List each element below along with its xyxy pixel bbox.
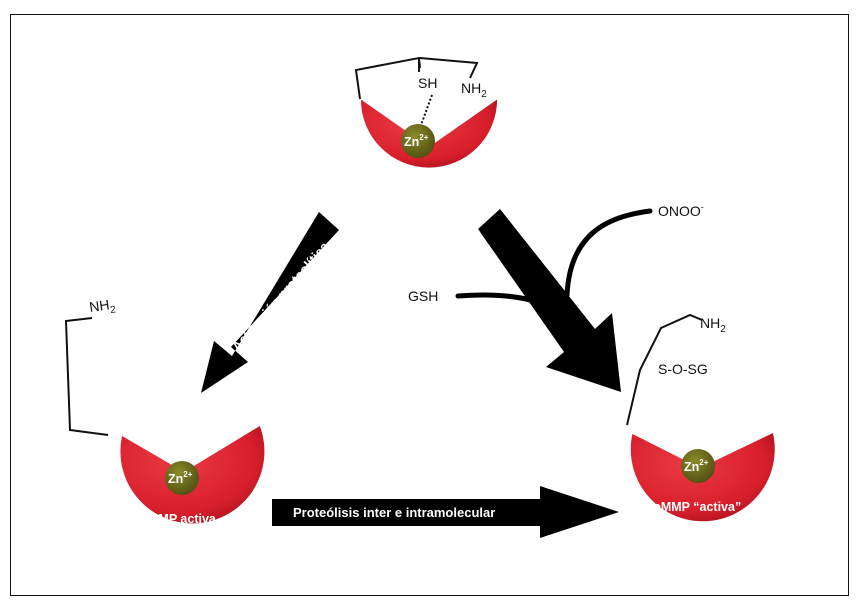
mmp-activa-cleaved-propeptide bbox=[64, 317, 109, 436]
pro-mmp-chain-right bbox=[419, 57, 479, 79]
proteolysis-arrow-label: Proteólisis inter e intramolecular bbox=[293, 505, 495, 520]
pro-mmp-nh2-label: NH2 bbox=[461, 80, 487, 100]
prommp-activa-nh2-label: NH2 bbox=[700, 315, 726, 335]
prommp-activa-sosg-label: S-O-SG bbox=[658, 361, 708, 377]
onoo-input-curve bbox=[564, 208, 653, 298]
pro-mmp-enzyme bbox=[360, 99, 498, 168]
cysteine-switch-bond bbox=[420, 94, 433, 126]
pro-mmp-propeptide-chain bbox=[354, 56, 421, 100]
onoo-label: ONOO- bbox=[658, 202, 704, 219]
mmp-activa-nh2-label: NH2 bbox=[88, 295, 117, 318]
pro-mmp-zinc-label: Zn2+ bbox=[404, 133, 429, 149]
mmp-activa-zinc-ion bbox=[165, 461, 199, 495]
pro-mmp-sh-label: SH bbox=[418, 75, 437, 91]
gsh-input-curve bbox=[455, 292, 568, 319]
prommp-activa-zinc-label: Zn2+ bbox=[684, 458, 709, 474]
mmp-activa-label: MMP activa bbox=[148, 512, 217, 526]
pro-mmp-label: Pro-MMP bbox=[392, 179, 446, 193]
gsh-label: GSH bbox=[408, 288, 438, 304]
pro-mmp-zinc-ion bbox=[401, 124, 435, 158]
prommp-activa-label: ProMMP “activa” bbox=[640, 500, 741, 514]
prommp-activa-zinc-ion bbox=[681, 449, 715, 483]
mmp-activa-zinc-label: Zn2+ bbox=[168, 470, 193, 486]
activation-arrow-label: Activación proteolítica bbox=[229, 238, 332, 354]
activation-arrow bbox=[201, 212, 339, 393]
s-glutathiolation-arrow bbox=[478, 209, 621, 392]
figure-frame bbox=[10, 14, 849, 596]
proteolysis-arrow bbox=[272, 486, 619, 538]
prommp-activa-propeptide-chain bbox=[626, 313, 703, 426]
